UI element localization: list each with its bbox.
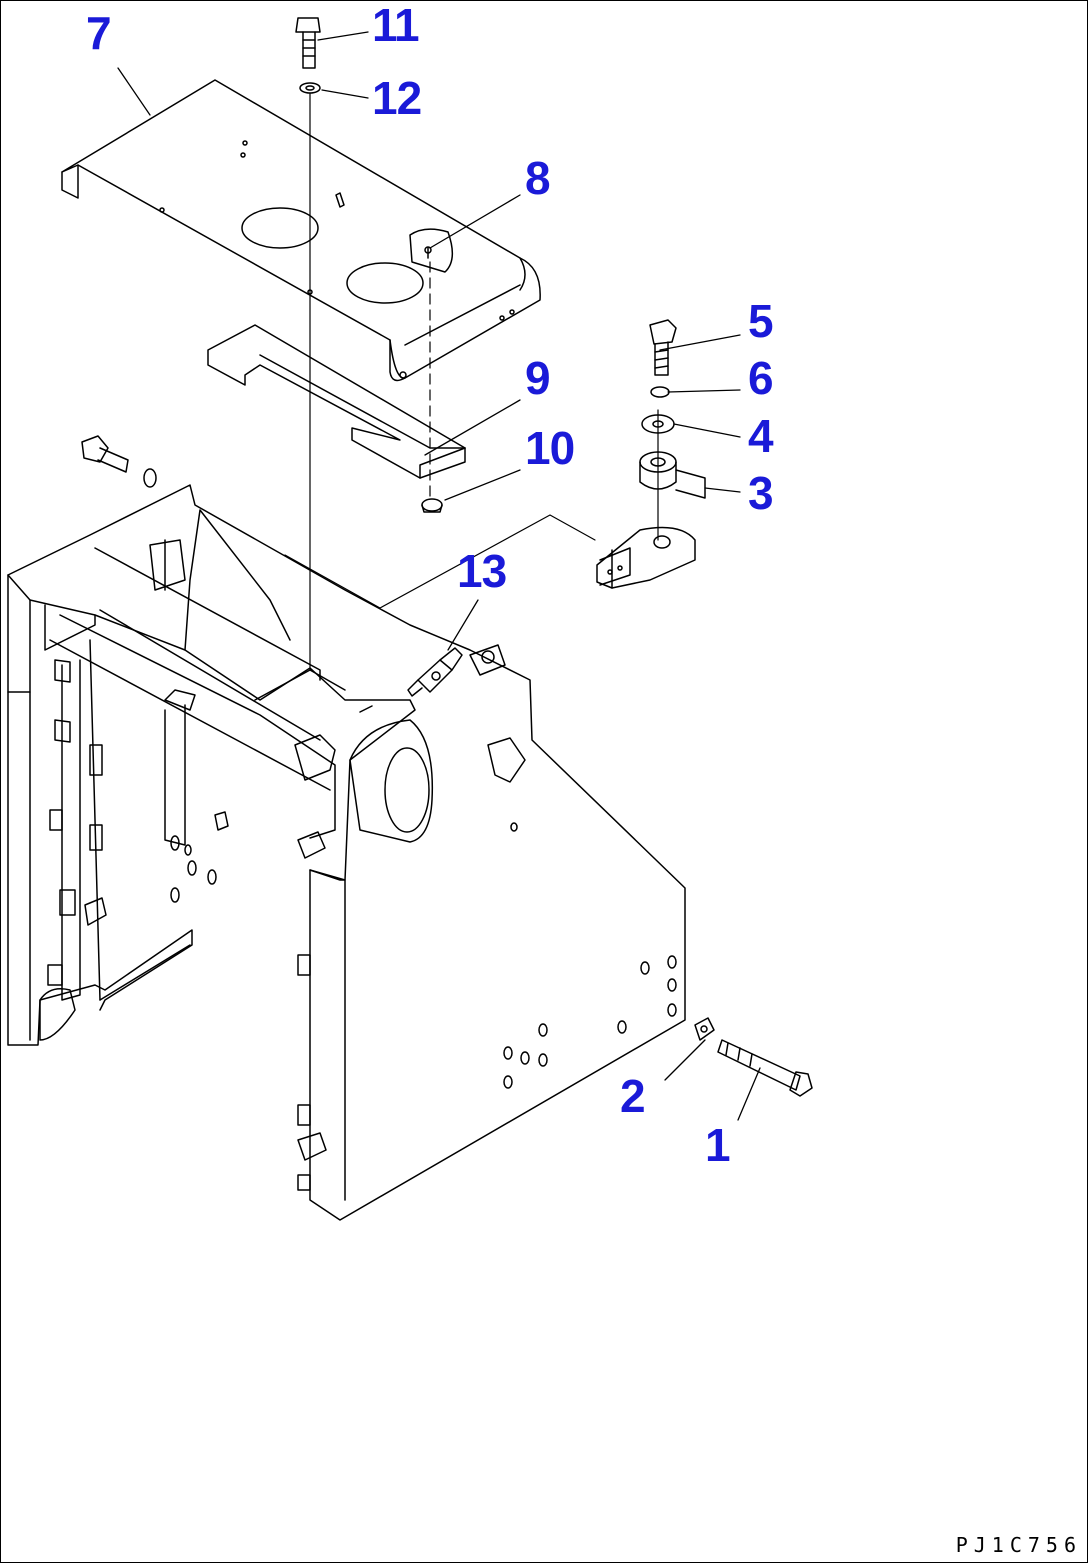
strip-part-9 [207,324,466,479]
assembly-lines [284,92,659,671]
washer-part-2 [694,1017,715,1041]
callout-2: 2 [620,1070,646,1122]
callout-12: 12 [372,72,422,124]
leader-lines [117,31,761,1121]
callout-6: 6 [748,352,774,404]
callout-7: 7 [86,7,112,59]
callout-11: 11 [372,0,420,51]
nut-part-10 [421,498,443,513]
bracket [596,526,696,589]
plate-part-8 [409,228,454,273]
top-cover-part-7 [61,79,541,382]
washer-part-12 [299,82,321,94]
callout-5: 5 [748,295,774,347]
side-bolt [81,435,157,488]
bolt-part-11 [295,17,321,69]
drawing-code: PJ1C756 [955,1533,1082,1557]
sensor-part-13 [407,647,463,697]
bushing-part-3 [639,451,706,499]
callout-1: 1 [705,1119,731,1171]
washer-part-6 [650,386,670,398]
bolt-part-5 [649,319,677,376]
callout-3: 3 [748,467,774,519]
bolt-part-1 [717,1039,813,1097]
callout-8: 8 [525,152,551,204]
callout-4: 4 [748,410,774,462]
callout-9: 9 [525,352,551,404]
callout-13: 13 [457,545,507,597]
callout-10: 10 [525,422,575,474]
main-frame [7,484,686,1221]
